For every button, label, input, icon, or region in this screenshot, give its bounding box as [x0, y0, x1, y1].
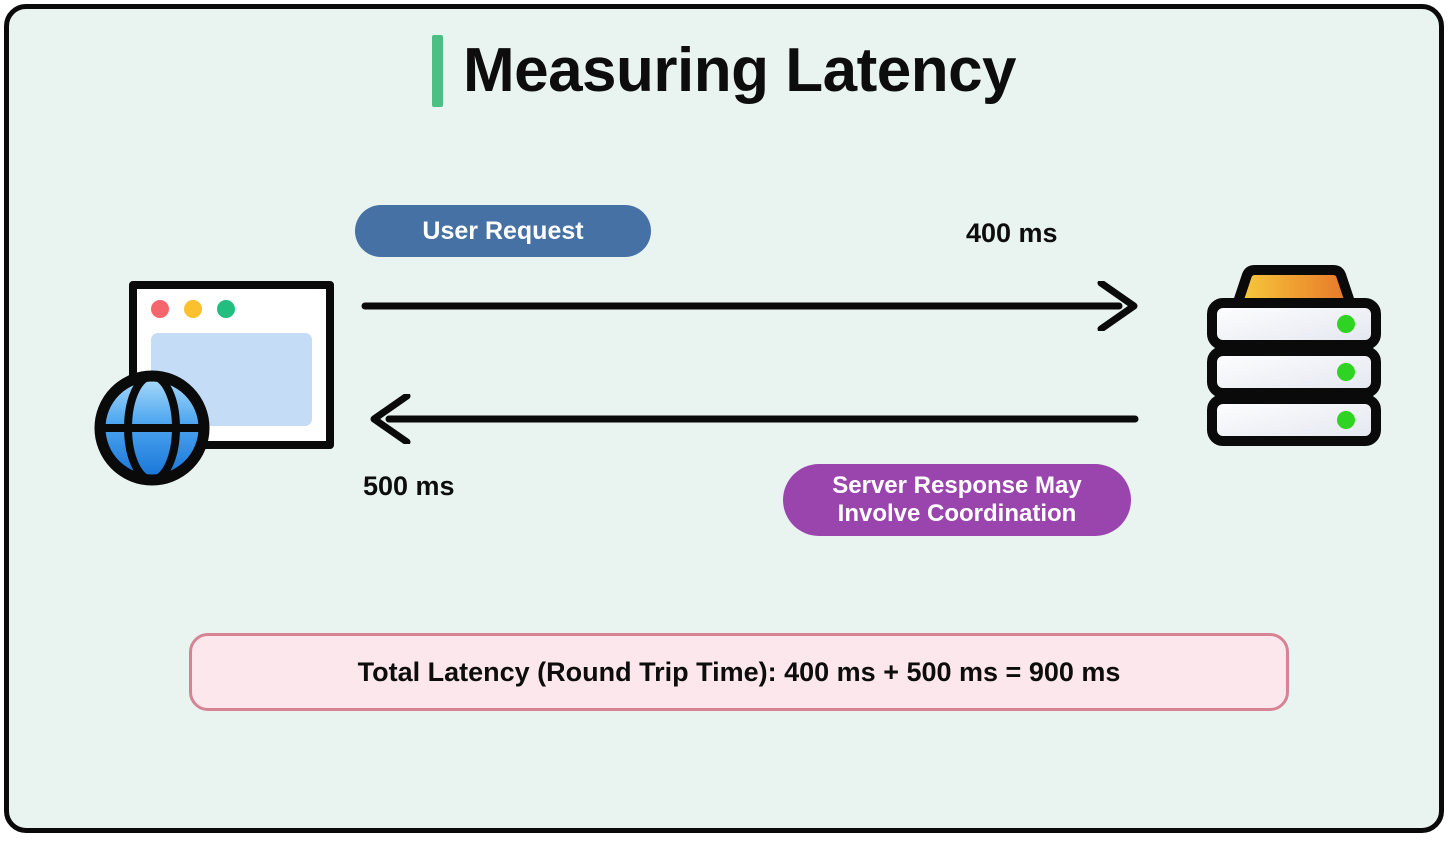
browser-dot-yellow-icon: [184, 300, 202, 318]
browser-dot-green-icon: [217, 300, 235, 318]
response-arrow-left-icon: [370, 394, 1139, 444]
server-response-pill[interactable]: Server Response May Involve Coordination: [783, 464, 1131, 536]
total-latency-label: Total Latency (Round Trip Time): 400 ms …: [357, 656, 1121, 687]
title-label: Measuring Latency: [462, 36, 1017, 105]
user-request-label: User Request: [422, 216, 584, 245]
request-arrow-right-icon: [361, 281, 1138, 331]
browser-dot-red-icon: [151, 300, 169, 318]
server-rack-icon: [1207, 265, 1381, 446]
page-title: Measuring Latency: [9, 35, 1439, 107]
total-latency-box: Total Latency (Round Trip Time): 400 ms …: [189, 633, 1289, 711]
globe-icon: [94, 370, 210, 486]
slide-canvas: Measuring Latency: [4, 4, 1444, 833]
server-response-line-1: Server Response May: [832, 471, 1082, 499]
server-response-label: Server Response May Involve Coordination: [832, 472, 1081, 529]
user-request-pill[interactable]: User Request: [355, 205, 651, 257]
browser-traffic-lights: [151, 300, 235, 318]
request-time-label: 400 ms: [966, 218, 1058, 248]
response-time-label: 500 ms: [363, 471, 455, 501]
client-browser-globe-icon: [93, 271, 348, 486]
server-response-line-2: Involve Coordination: [837, 500, 1077, 527]
title-accent-bar: [431, 35, 443, 107]
